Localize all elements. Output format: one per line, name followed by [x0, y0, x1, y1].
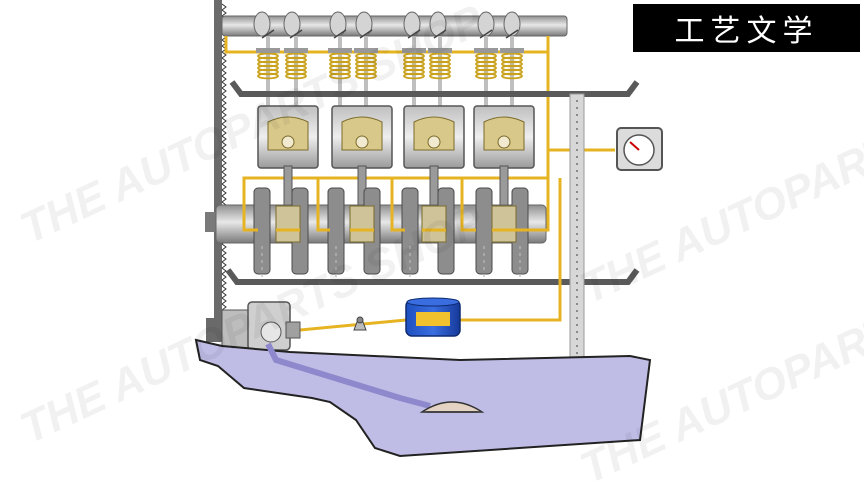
oil-pickup-strainer-icon: [419, 401, 485, 413]
crank-journal: [275, 205, 301, 243]
piston-icon: [473, 105, 535, 215]
camshaft: [221, 11, 568, 37]
piston-icon: [331, 105, 393, 215]
cam-lobe: [477, 11, 495, 37]
pistons: [257, 105, 535, 215]
oil-pressure-gauge-icon: [616, 127, 663, 171]
pressure-relief-valve-icon: [353, 316, 367, 331]
valve-spring-icon: [428, 29, 452, 106]
cylinder-head-frame: [225, 80, 640, 285]
cam-lobe: [253, 11, 271, 37]
main-oil-gallery: [242, 178, 562, 332]
valve-spring-icon: [354, 29, 378, 106]
dipstick-rack: [214, 0, 227, 318]
oil-filter-icon: [405, 297, 461, 337]
oil-return-channel: [569, 93, 585, 395]
oil-pickup-tube: [265, 342, 431, 409]
piston-icon: [403, 105, 465, 215]
title-badge: 工艺文学: [633, 4, 860, 52]
valve-spring-icon: [328, 29, 352, 106]
oil-drain-streaks: [261, 246, 521, 278]
crank-journal: [421, 205, 447, 243]
valve-springs: [256, 29, 524, 106]
valve-spring-icon: [474, 29, 498, 106]
cam-lobe: [503, 11, 521, 37]
crank-journal: [349, 205, 375, 243]
crank-journal: [491, 205, 517, 243]
oil-sump: [194, 338, 652, 458]
valve-spring-icon: [500, 29, 524, 106]
upper-oil-gallery: [224, 36, 615, 198]
oil-pump-icon: [206, 301, 301, 351]
valve-spring-icon: [402, 29, 426, 106]
valve-spring-icon: [284, 29, 308, 106]
valve-spring-icon: [256, 29, 280, 106]
